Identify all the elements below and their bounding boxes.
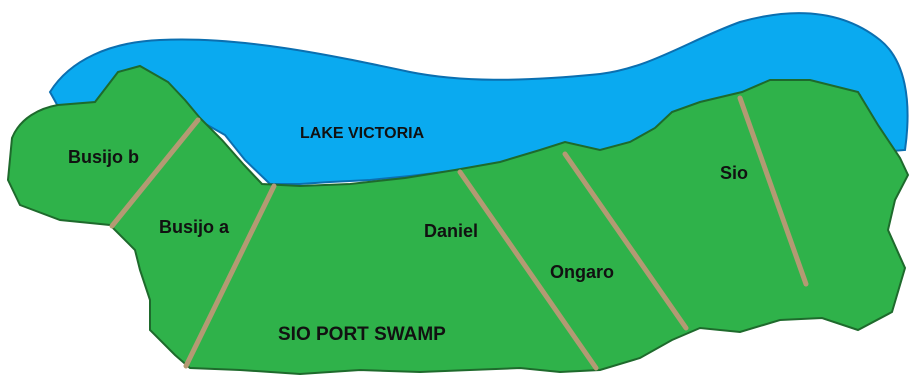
busijo-a-label: Busijo a: [159, 217, 230, 237]
boundary-busijo-a: [183, 183, 277, 369]
boundary-daniel: [457, 169, 599, 371]
land-area: [6, 64, 910, 376]
swamp-label: SIO PORT SWAMP: [278, 324, 446, 345]
daniel-label: Daniel: [424, 221, 478, 241]
sio-label: Sio: [720, 163, 748, 183]
boundary-busijo-b: [109, 117, 201, 229]
lake-label: LAKE VICTORIA: [300, 125, 425, 142]
busijo-b-label: Busijo b: [68, 147, 139, 167]
boundary-ongaro: [562, 151, 689, 331]
boundary-sio: [737, 95, 809, 287]
ongaro-label: Ongaro: [550, 262, 614, 282]
